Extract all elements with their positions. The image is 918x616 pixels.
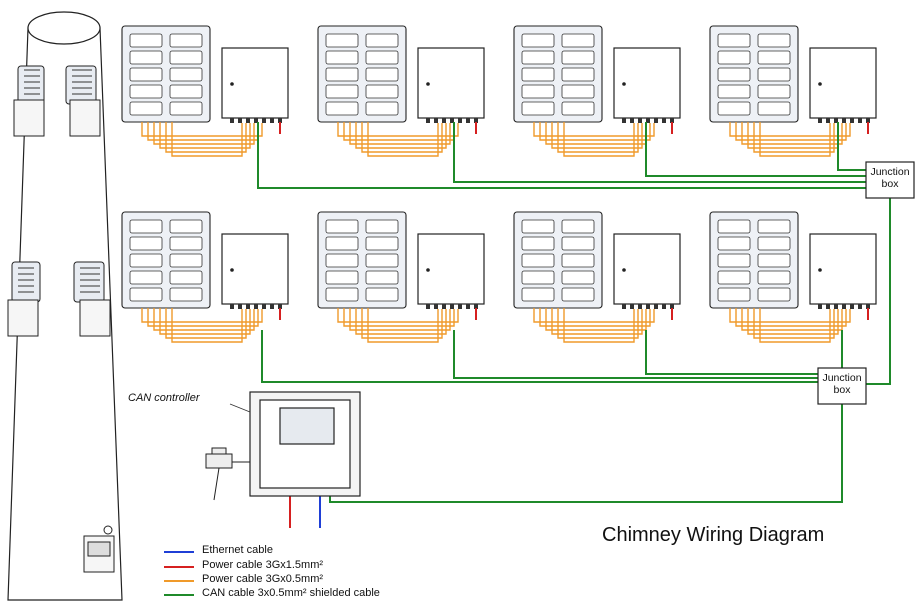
power-small-cables-3 <box>533 122 655 157</box>
heater-module-2 <box>317 25 407 123</box>
module-controller-box-3 <box>613 47 681 134</box>
power-small-cables-6 <box>337 308 459 343</box>
module-controller-box-8 <box>809 233 877 320</box>
heater-module-4 <box>709 25 799 123</box>
legend-label-power-small: Power cable 3Gx0.5mm² <box>202 573 324 585</box>
legend-label-power-large: Power cable 3Gx1.5mm² <box>202 559 324 571</box>
heater-module-1 <box>121 25 211 123</box>
legend-label-can: CAN cable 3x0.5mm² shielded cable <box>202 587 380 599</box>
module-controller-box-4 <box>809 47 877 134</box>
can-controller <box>229 391 361 497</box>
power-small-cables-8 <box>729 308 851 343</box>
junction-box-lower <box>817 367 867 405</box>
legend-swatch-can <box>164 594 194 596</box>
heater-module-8 <box>709 211 799 309</box>
can-controller-label: CAN controller <box>128 392 200 404</box>
junction-box-upper-label: Junction box <box>866 166 914 190</box>
junction-box-upper <box>865 161 915 199</box>
junction-box-lower-label-line2: box <box>833 384 851 396</box>
power-small-cables-2 <box>337 122 459 157</box>
diagram-title: Chimney Wiring Diagram <box>602 524 825 546</box>
chimney-heater-cluster-middle <box>7 261 111 337</box>
module-controller-box-5 <box>221 233 289 320</box>
modules-layer <box>121 25 877 320</box>
chimney-heater-cluster-upper <box>13 65 101 137</box>
legend-swatch-power-large <box>164 566 194 568</box>
module-controller-box-1 <box>221 47 289 134</box>
heater-module-6 <box>317 211 407 309</box>
junction-box-lower-label: Junction box <box>818 372 866 396</box>
legend-label-ethernet: Ethernet cable <box>202 544 273 556</box>
cables-layer <box>141 122 891 528</box>
junction-box-upper-label-line2: box <box>881 178 899 190</box>
power-small-cables-4 <box>729 122 851 157</box>
heater-module-5 <box>121 211 211 309</box>
power-small-cables-7 <box>533 308 655 343</box>
junction-box-upper-label-line1: Junction <box>870 166 910 178</box>
module-controller-box-7 <box>613 233 681 320</box>
chimney-controller-box <box>83 525 115 573</box>
junction-box-lower-label-line1: Junction <box>822 372 862 384</box>
power-small-cables-5 <box>141 308 263 343</box>
power-small-cables-1 <box>141 122 263 157</box>
heater-module-3 <box>513 25 603 123</box>
module-controller-box-2 <box>417 47 485 134</box>
can-bus <box>257 122 891 503</box>
chimney <box>7 11 123 601</box>
legend-swatch-power-small <box>164 580 194 582</box>
legend-swatch-ethernet <box>164 551 194 553</box>
heater-module-7 <box>513 211 603 309</box>
can-controller-sensor <box>205 447 233 501</box>
module-controller-box-6 <box>417 233 485 320</box>
